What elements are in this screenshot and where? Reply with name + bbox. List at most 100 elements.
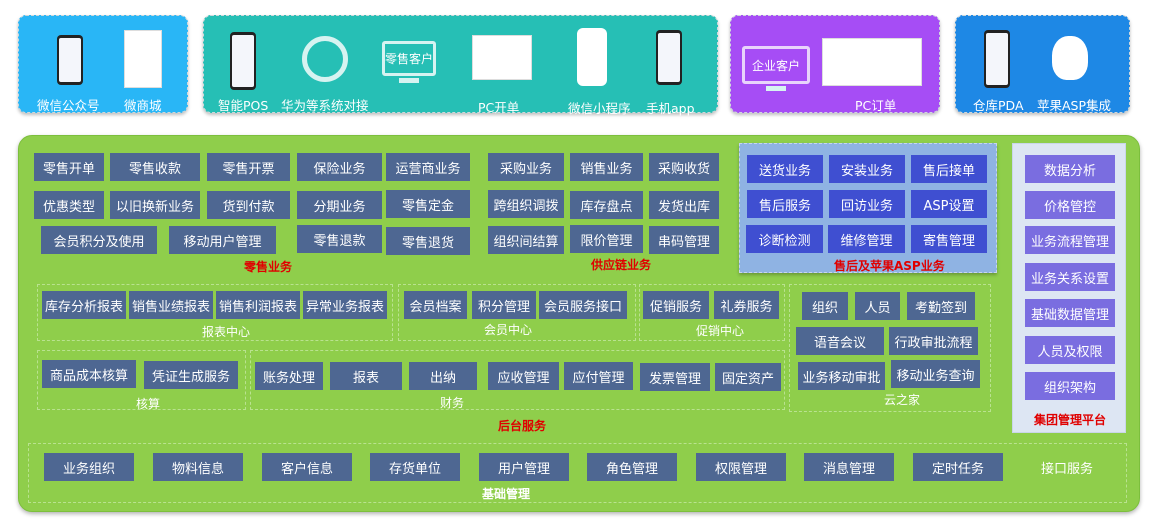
module-button[interactable]: 会员积分及使用 <box>41 226 157 254</box>
channel-label: 微信小程序 <box>568 101 631 116</box>
mini-program-icon <box>577 28 607 86</box>
module-button[interactable]: 零售开单 <box>34 153 104 181</box>
module-button[interactable]: 客户信息 <box>262 453 352 481</box>
module-button[interactable]: 角色管理 <box>587 453 677 481</box>
module-button[interactable]: 寄售管理 <box>911 225 987 253</box>
module-button[interactable]: 移动业务查询 <box>891 360 980 388</box>
module-button[interactable]: 商品成本核算 <box>42 360 136 388</box>
module-button[interactable]: 会员档案 <box>404 291 467 319</box>
module-button[interactable]: 采购收货 <box>649 153 719 181</box>
module-button[interactable]: 语音会议 <box>796 327 884 355</box>
module-button[interactable]: 业务组织 <box>44 453 134 481</box>
module-button[interactable]: 存货单位 <box>370 453 460 481</box>
module-button[interactable]: 固定资产 <box>715 363 781 391</box>
module-button[interactable]: 组织间结算 <box>488 226 564 254</box>
module-button[interactable]: 送货业务 <box>747 155 823 183</box>
module-button[interactable]: 业务关系设置 <box>1025 263 1115 291</box>
module-button[interactable]: 组织 <box>802 292 848 320</box>
module-button[interactable]: ASP设置 <box>911 190 987 218</box>
module-button[interactable]: 礼券服务 <box>714 291 779 319</box>
module-button[interactable]: 会员服务接口 <box>539 291 627 319</box>
pc-order-screenshot-icon <box>822 38 922 86</box>
module-button[interactable]: 以旧换新业务 <box>110 191 200 219</box>
group-title: 财务 <box>440 396 465 410</box>
module-button[interactable]: 库存分析报表 <box>42 291 126 319</box>
section-title: 供应链业务 <box>591 258 652 272</box>
promo-center-group <box>639 284 785 341</box>
module-button[interactable]: 运营商业务 <box>386 153 470 181</box>
module-button[interactable]: 应付管理 <box>564 362 633 390</box>
module-button[interactable]: 报表 <box>330 362 402 390</box>
module-button[interactable]: 销售业绩报表 <box>129 291 213 319</box>
pc-order-screenshot-icon <box>472 35 532 80</box>
group-title: 会员中心 <box>484 323 533 337</box>
module-button[interactable]: 限价管理 <box>570 225 643 253</box>
module-button[interactable]: 凭证生成服务 <box>144 361 238 389</box>
module-button[interactable]: 销售利润报表 <box>216 291 300 319</box>
module-button[interactable]: 消息管理 <box>804 453 894 481</box>
module-button[interactable]: 权限管理 <box>696 453 786 481</box>
retail-channel-panel <box>203 15 718 113</box>
module-button[interactable]: 行政审批流程 <box>889 327 978 355</box>
group-title: 核算 <box>136 397 161 411</box>
module-button[interactable]: 业务流程管理 <box>1025 226 1115 254</box>
member-center-group <box>398 284 636 341</box>
module-button[interactable]: 数据分析 <box>1025 155 1115 183</box>
apple-icon <box>1052 36 1088 80</box>
module-button[interactable]: 物料信息 <box>153 453 243 481</box>
module-button[interactable]: 人员 <box>855 292 900 320</box>
module-button[interactable]: 定时任务 <box>913 453 1003 481</box>
module-button[interactable]: 售后接单 <box>911 155 987 183</box>
enterprise-customer-monitor-icon: 企业客户 <box>742 46 810 91</box>
channel-label: 仓库PDA <box>973 98 1024 113</box>
section-title: 零售业务 <box>244 260 293 274</box>
interface-service-item[interactable]: 接口服务 <box>1040 461 1093 477</box>
module-button[interactable]: 零售退货 <box>386 227 470 255</box>
module-button[interactable]: 移动用户管理 <box>169 226 276 254</box>
module-button[interactable]: 串码管理 <box>649 226 719 254</box>
section-title: 后台服务 <box>498 419 547 433</box>
module-button[interactable]: 售后服务 <box>747 190 823 218</box>
module-button[interactable]: 积分管理 <box>472 291 536 319</box>
accounting-group <box>37 350 246 410</box>
module-button[interactable]: 人员及权限 <box>1025 336 1115 364</box>
module-button[interactable]: 零售定金 <box>386 190 470 218</box>
module-button[interactable]: 零售退款 <box>297 225 382 253</box>
module-button[interactable]: 考勤签到 <box>907 292 975 320</box>
module-button[interactable]: 货到付款 <box>207 191 290 219</box>
module-button[interactable]: 发货出库 <box>649 191 719 219</box>
integration-atom-icon <box>302 36 348 82</box>
base-management-group <box>28 443 1127 503</box>
module-button[interactable]: 保险业务 <box>297 153 382 181</box>
mall-screenshot-icon <box>124 30 162 88</box>
pda-icon <box>984 30 1010 88</box>
module-button[interactable]: 业务移动审批 <box>798 362 885 390</box>
module-button[interactable]: 分期业务 <box>297 191 382 219</box>
module-button[interactable]: 诊断检测 <box>746 225 823 253</box>
module-button[interactable]: 组织架构 <box>1025 372 1115 400</box>
module-button[interactable]: 用户管理 <box>479 453 569 481</box>
module-button[interactable]: 账务处理 <box>255 362 323 390</box>
module-button[interactable]: 基础数据管理 <box>1025 299 1115 327</box>
module-button[interactable]: 库存盘点 <box>570 191 643 219</box>
module-button[interactable]: 异常业务报表 <box>303 291 387 319</box>
module-button[interactable]: 价格管控 <box>1025 191 1115 219</box>
retail-customer-monitor-icon: 零售客户 <box>382 41 436 83</box>
channel-label: 手机app <box>646 101 695 116</box>
module-button[interactable]: 销售业务 <box>570 153 643 181</box>
module-button[interactable]: 维修管理 <box>828 225 905 253</box>
module-button[interactable]: 安装业务 <box>829 155 905 183</box>
module-button[interactable]: 回访业务 <box>829 190 905 218</box>
module-button[interactable]: 零售收款 <box>110 153 200 181</box>
module-button[interactable]: 优惠类型 <box>34 191 104 219</box>
module-button[interactable]: 跨组织调拨 <box>488 190 564 218</box>
channel-label: PC订单 <box>855 98 897 113</box>
module-button[interactable]: 应收管理 <box>488 362 559 390</box>
pos-icon <box>230 32 256 90</box>
module-button[interactable]: 发票管理 <box>640 363 710 391</box>
module-button[interactable]: 出纳 <box>409 362 477 390</box>
module-button[interactable]: 促销服务 <box>643 291 709 319</box>
module-button[interactable]: 采购业务 <box>488 153 564 181</box>
channel-label: 华为等系统对接 <box>281 98 369 113</box>
module-button[interactable]: 零售开票 <box>207 153 290 181</box>
